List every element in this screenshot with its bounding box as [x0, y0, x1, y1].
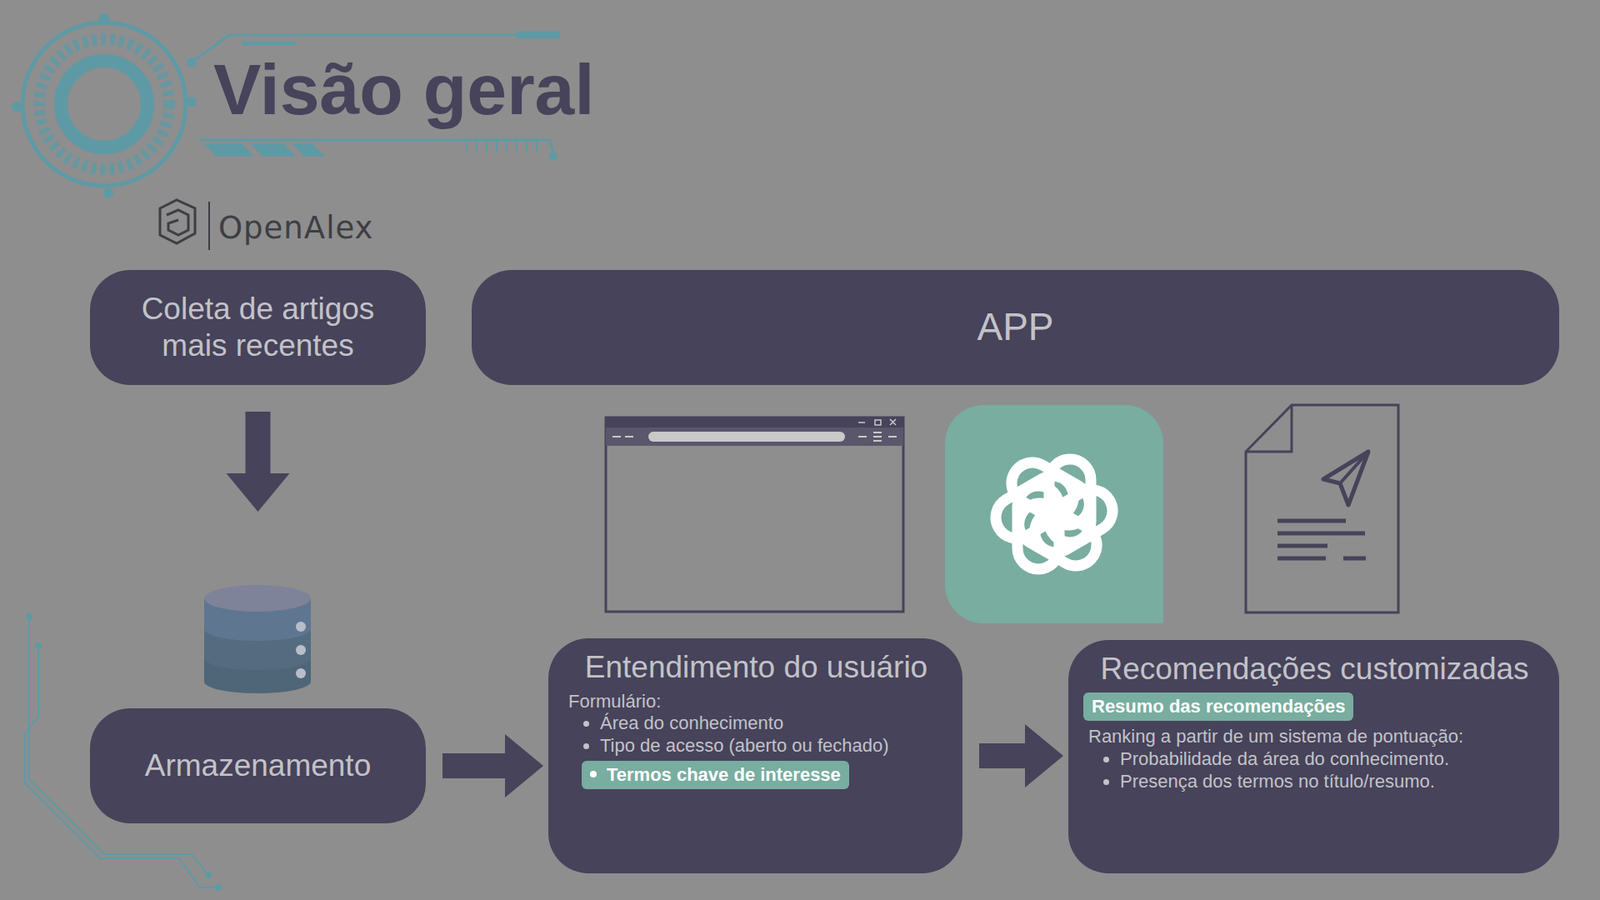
database-icon: [204, 585, 311, 694]
chatgpt-logo: [945, 405, 1164, 624]
box-label: APP: [976, 304, 1054, 350]
highlight-item: Termos chave de interesse: [581, 760, 945, 790]
browser-icon: [605, 417, 904, 612]
process-box: Recomendações customizadasResumo das rec…: [1068, 640, 1560, 874]
block-arrow: [226, 411, 290, 512]
bullet-list: Probabilidade da área do conhecimento.Pr…: [1088, 748, 1541, 794]
body-text: Formulário:: [568, 690, 945, 714]
box-label: Coleta de artigos mais recentes: [110, 290, 406, 365]
block-arrow: [979, 724, 1064, 788]
bullet-item: Tipo de acesso (aberto ou fechado): [600, 735, 945, 758]
highlight-text: Resumo das recomendações: [1083, 692, 1354, 721]
bullet-item: Presença dos termos no título/resumo.: [1120, 770, 1541, 794]
box-heading: Recomendações customizadas: [1088, 651, 1541, 688]
bullet-list: Área do conhecimentoTipo de acesso (aber…: [568, 712, 945, 790]
diagram-title: Visão geral: [213, 48, 595, 131]
process-box: Armazenamento: [90, 708, 426, 824]
block-arrow: [442, 734, 544, 798]
process-box: Coleta de artigos mais recentes: [90, 270, 426, 385]
process-box: Entendimento do usuárioFormulário:Área d…: [548, 638, 963, 874]
bullet-item: Probabilidade da área do conhecimento.: [1120, 748, 1541, 771]
app-band: APP: [471, 270, 1560, 385]
bullet-item: Área do conhecimento: [600, 712, 945, 735]
highlight-text: Termos chave de interesse: [581, 760, 850, 790]
highlight-row: Resumo das recomendações: [1083, 692, 1541, 721]
box-heading: Entendimento do usuário: [568, 650, 945, 686]
openalex-logo: [160, 200, 210, 250]
box-label: Armazenamento: [145, 747, 371, 785]
document-icon: [1245, 405, 1399, 613]
source-label: OpenAlex: [218, 210, 374, 246]
body-text: Ranking a partir de um sistema de pontua…: [1088, 725, 1541, 749]
